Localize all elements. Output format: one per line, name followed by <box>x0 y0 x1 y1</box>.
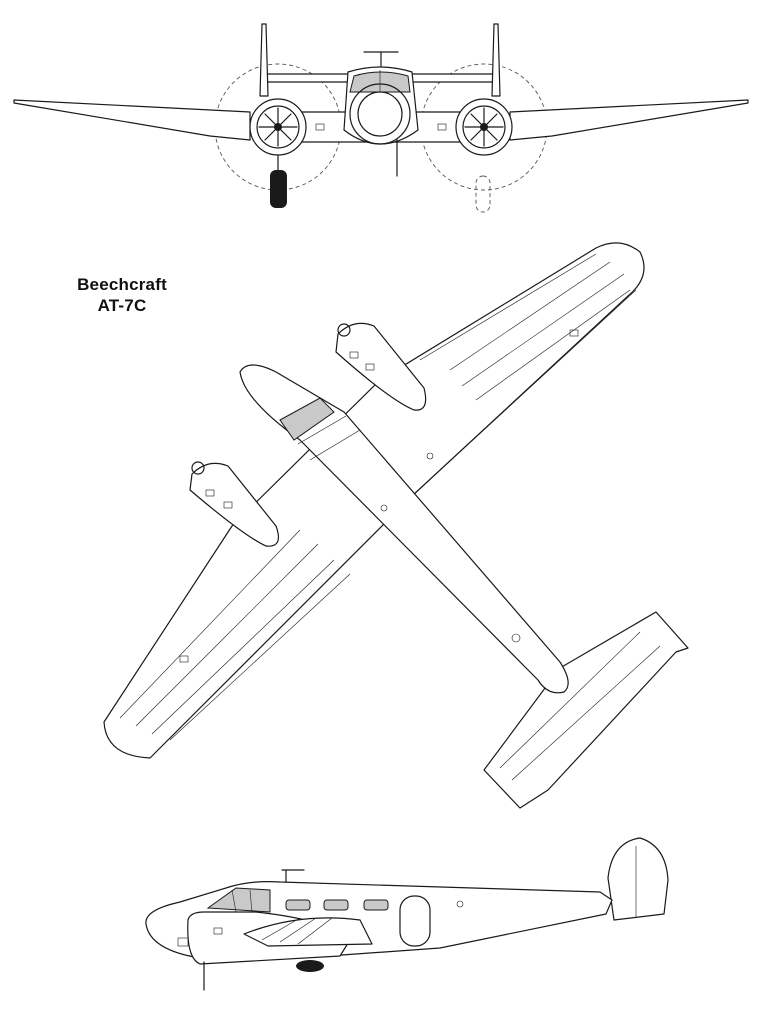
side-cabin-door <box>399 895 431 947</box>
front-left-fin <box>259 23 269 97</box>
plan-wing-panel-lines <box>119 253 631 741</box>
front-right-fin <box>491 23 501 97</box>
front-right-engine <box>455 98 513 156</box>
front-left-wing <box>13 99 251 141</box>
aircraft-title: Beechcraft AT-7C <box>60 274 184 316</box>
front-left-engine <box>249 98 307 156</box>
front-nose-ring <box>349 83 411 145</box>
side-window-1 <box>285 899 311 911</box>
plan-fuselage <box>239 364 569 694</box>
side-cockpit-canopy <box>206 887 271 913</box>
front-tail-wheel <box>475 175 491 213</box>
side-view <box>145 837 669 991</box>
top-view <box>103 242 689 809</box>
plan-right-engine-nacelle <box>335 322 427 411</box>
side-window-3 <box>363 899 389 911</box>
plan-canopy <box>279 397 335 441</box>
plan-left-engine-nacelle <box>189 462 279 547</box>
side-fin <box>607 837 669 921</box>
aircraft-maker: Beechcraft <box>77 275 167 294</box>
side-window-2 <box>323 899 349 911</box>
front-main-gear <box>270 154 287 208</box>
front-nose-ring-inner <box>357 91 403 137</box>
side-wing-root <box>243 917 373 947</box>
front-right-wing <box>509 99 749 141</box>
front-view <box>13 23 749 213</box>
aircraft-model: AT-7C <box>97 296 147 315</box>
side-main-wheel <box>296 960 324 972</box>
plan-aileron-hatching <box>159 289 637 749</box>
